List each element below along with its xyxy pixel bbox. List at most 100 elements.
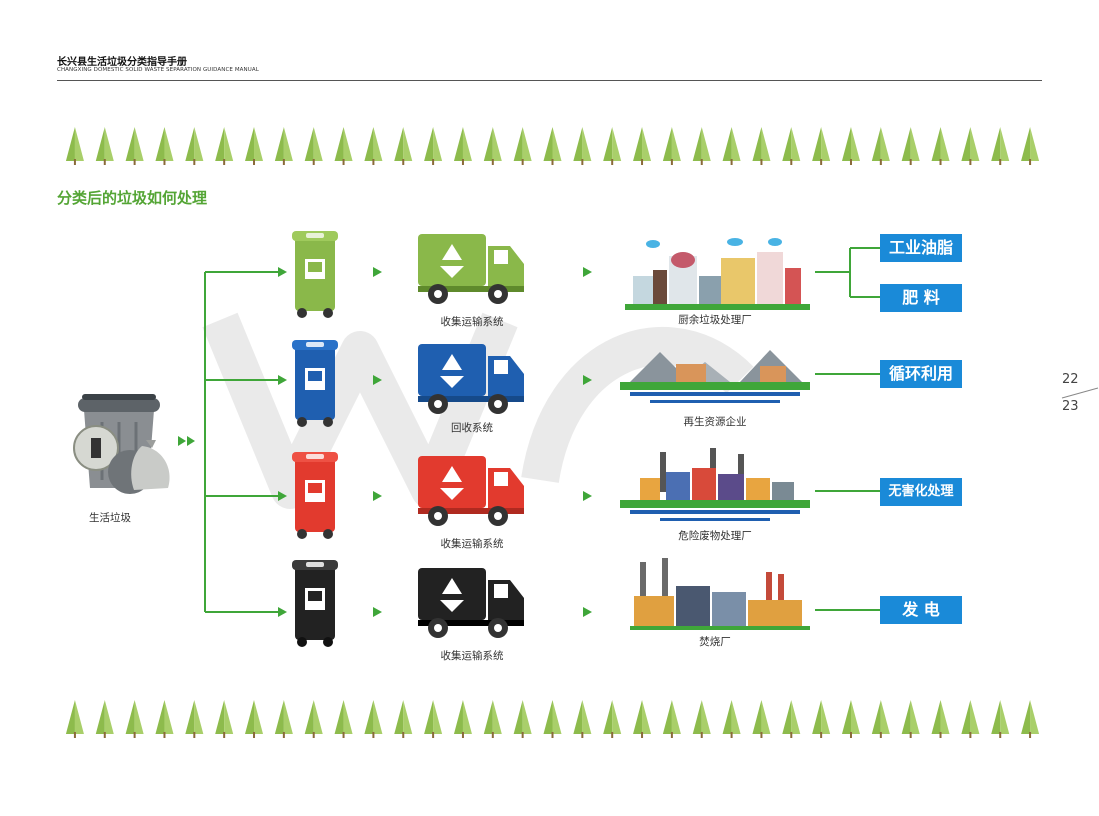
tree-icon — [961, 700, 980, 738]
tree-icon — [424, 127, 443, 165]
tree-icon — [65, 127, 84, 165]
tree-icon — [513, 127, 532, 165]
output-recycling: 循环利用 — [880, 360, 962, 388]
truck-green-icon — [418, 234, 524, 304]
tree-icon — [752, 127, 771, 165]
tree-icon — [722, 127, 741, 165]
output-harmless-treatment: 无害化处理 — [880, 478, 962, 506]
tree-icon — [95, 127, 114, 165]
page-number-right: 23 — [1062, 399, 1079, 414]
tree-icon — [334, 127, 353, 165]
tree-icon — [871, 127, 890, 165]
tree-icon — [215, 127, 234, 165]
kitchen-waste-bin-icon — [292, 231, 338, 318]
tree-icon — [483, 127, 502, 165]
tree-icon — [304, 127, 323, 165]
tree-icon — [513, 700, 532, 738]
tree-icon — [633, 127, 652, 165]
tree-icon — [633, 700, 652, 738]
tree-icon — [185, 127, 204, 165]
tree-icon — [453, 700, 472, 738]
tree-icon — [961, 127, 980, 165]
section-title: 分类后的垃圾如何处理 — [57, 189, 208, 207]
truck-label-3: 收集运输系统 — [440, 538, 504, 550]
tree-icon — [245, 700, 264, 738]
tree-icon — [603, 700, 622, 738]
tree-icon — [215, 700, 234, 738]
tree-icon — [543, 127, 562, 165]
tree-icon — [424, 700, 443, 738]
tree-icon — [155, 700, 174, 738]
tree-icon — [334, 700, 353, 738]
truck-label-4: 收集运输系统 — [440, 650, 504, 662]
tree-icon — [931, 127, 950, 165]
tree-icon — [812, 700, 831, 738]
output-fertilizer: 肥 料 — [880, 284, 962, 312]
tree-icon — [274, 700, 293, 738]
tree-icon — [364, 700, 383, 738]
kitchen-waste-plant-icon — [625, 238, 810, 310]
tree-icon — [274, 127, 293, 165]
tree-icon — [812, 127, 831, 165]
other-waste-bin-icon — [292, 560, 338, 647]
tree-icon — [245, 127, 264, 165]
tree-icon — [841, 700, 860, 738]
tree-icon — [841, 127, 860, 165]
incineration-plant-icon — [630, 558, 810, 630]
recycling-enterprise-icon — [620, 350, 810, 403]
header-divider — [57, 80, 1042, 81]
tree-icon — [125, 700, 144, 738]
tree-icon — [185, 700, 204, 738]
page-number-left: 22 — [1062, 372, 1079, 387]
tree-icon — [364, 127, 383, 165]
tree-icon — [782, 127, 801, 165]
hazardous-plant-icon — [620, 448, 810, 521]
tree-icon — [692, 700, 711, 738]
tree-icon — [394, 127, 413, 165]
truck-label-2: 回收系统 — [451, 422, 493, 434]
tree-icon — [782, 700, 801, 738]
garbage-can-icon — [73, 394, 170, 494]
tree-icon — [901, 700, 920, 738]
tree-icon — [573, 700, 592, 738]
tree-icon — [453, 127, 472, 165]
hazardous-bin-icon — [292, 452, 338, 539]
tree-icon — [692, 127, 711, 165]
tree-icon — [871, 700, 890, 738]
source-label: 生活垃圾 — [89, 512, 131, 524]
tree-icon — [543, 700, 562, 738]
tree-icon — [573, 127, 592, 165]
tree-icon — [483, 700, 502, 738]
tree-icon — [722, 700, 741, 738]
tree-icon — [65, 700, 84, 738]
recyclable-bin-icon — [292, 340, 338, 427]
tree-icon — [991, 700, 1010, 738]
truck-red-icon — [418, 456, 524, 526]
truck-black-icon — [418, 568, 524, 638]
tree-icon — [603, 127, 622, 165]
tree-icon — [155, 127, 174, 165]
truck-label-1: 收集运输系统 — [440, 316, 504, 328]
tree-icon — [901, 127, 920, 165]
output-industrial-grease: 工业油脂 — [880, 234, 962, 262]
facility-label-2: 再生资源企业 — [683, 416, 747, 428]
watermark — [202, 312, 754, 509]
output-power: 发 电 — [880, 596, 962, 624]
tree-icon — [931, 700, 950, 738]
facility-label-4: 焚烧厂 — [699, 636, 731, 648]
tree-icon — [95, 700, 114, 738]
tree-icon — [662, 700, 681, 738]
tree-icon — [752, 700, 771, 738]
truck-blue-icon — [418, 344, 524, 414]
tree-border-top — [65, 127, 1040, 165]
tree-icon — [991, 127, 1010, 165]
page-number-slash — [1061, 387, 1099, 399]
tree-icon — [304, 700, 323, 738]
facility-label-1: 厨余垃圾处理厂 — [678, 314, 752, 326]
facility-label-3: 危险废物处理厂 — [678, 530, 752, 542]
manual-title: 长兴县生活垃圾分类指导手册 — [57, 57, 187, 68]
tree-icon — [1021, 127, 1040, 165]
manual-subtitle: CHANGXING DOMESTIC SOLID WASTE SEPARATIO… — [57, 67, 259, 73]
tree-icon — [125, 127, 144, 165]
